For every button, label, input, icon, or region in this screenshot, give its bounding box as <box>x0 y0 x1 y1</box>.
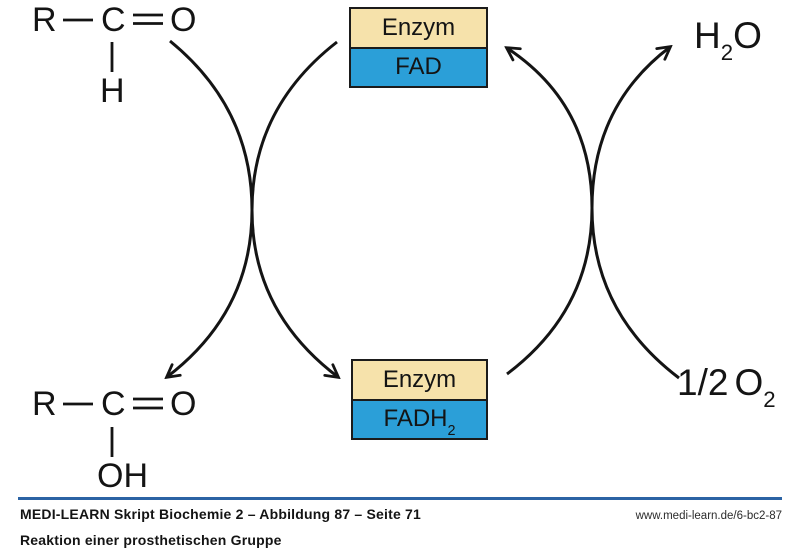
footer-url: www.medi-learn.de/6-bc2-87 <box>635 510 782 522</box>
acid-atom-oh: OH <box>97 457 148 495</box>
water-label: H2O <box>694 15 762 66</box>
aldehyde-atom-o: O <box>170 1 197 39</box>
acid-atom-o: O <box>170 385 197 423</box>
oxygen-subscript: 2 <box>763 387 776 413</box>
arrow-oxygen-to-fad <box>507 48 680 380</box>
enzyme-fadh2-box: Enzym FADH2 <box>351 359 488 440</box>
footer-source: MEDI-LEARN Skript Biochemie 2 – Abbildun… <box>20 506 422 522</box>
acid-atom-c: C <box>101 385 126 423</box>
arrow-fadh2-to-water <box>506 47 670 376</box>
enzyme-label-bottom: Enzym <box>353 361 486 399</box>
acid-atom-r: R <box>32 385 57 423</box>
aldehyde-atom-r: R <box>32 1 57 39</box>
arrow-fad-to-acid <box>167 40 338 377</box>
fad-label: FAD <box>351 46 486 86</box>
water-subscript: 2 <box>720 40 734 66</box>
aldehyde-atom-h: H <box>100 72 125 110</box>
footer-caption: Reaktion einer prosthetischen Gruppe <box>20 532 282 548</box>
arrow-aldehyde-to-fadh2 <box>169 39 338 377</box>
fadh2-subscript: 2 <box>447 422 456 439</box>
aldehyde-atom-c: C <box>101 1 126 39</box>
footer-rule <box>18 497 782 500</box>
enzyme-fad-box: Enzym FAD <box>349 7 488 88</box>
fadh2-label: FADH2 <box>353 398 486 439</box>
enzyme-label-top: Enzym <box>351 9 486 47</box>
